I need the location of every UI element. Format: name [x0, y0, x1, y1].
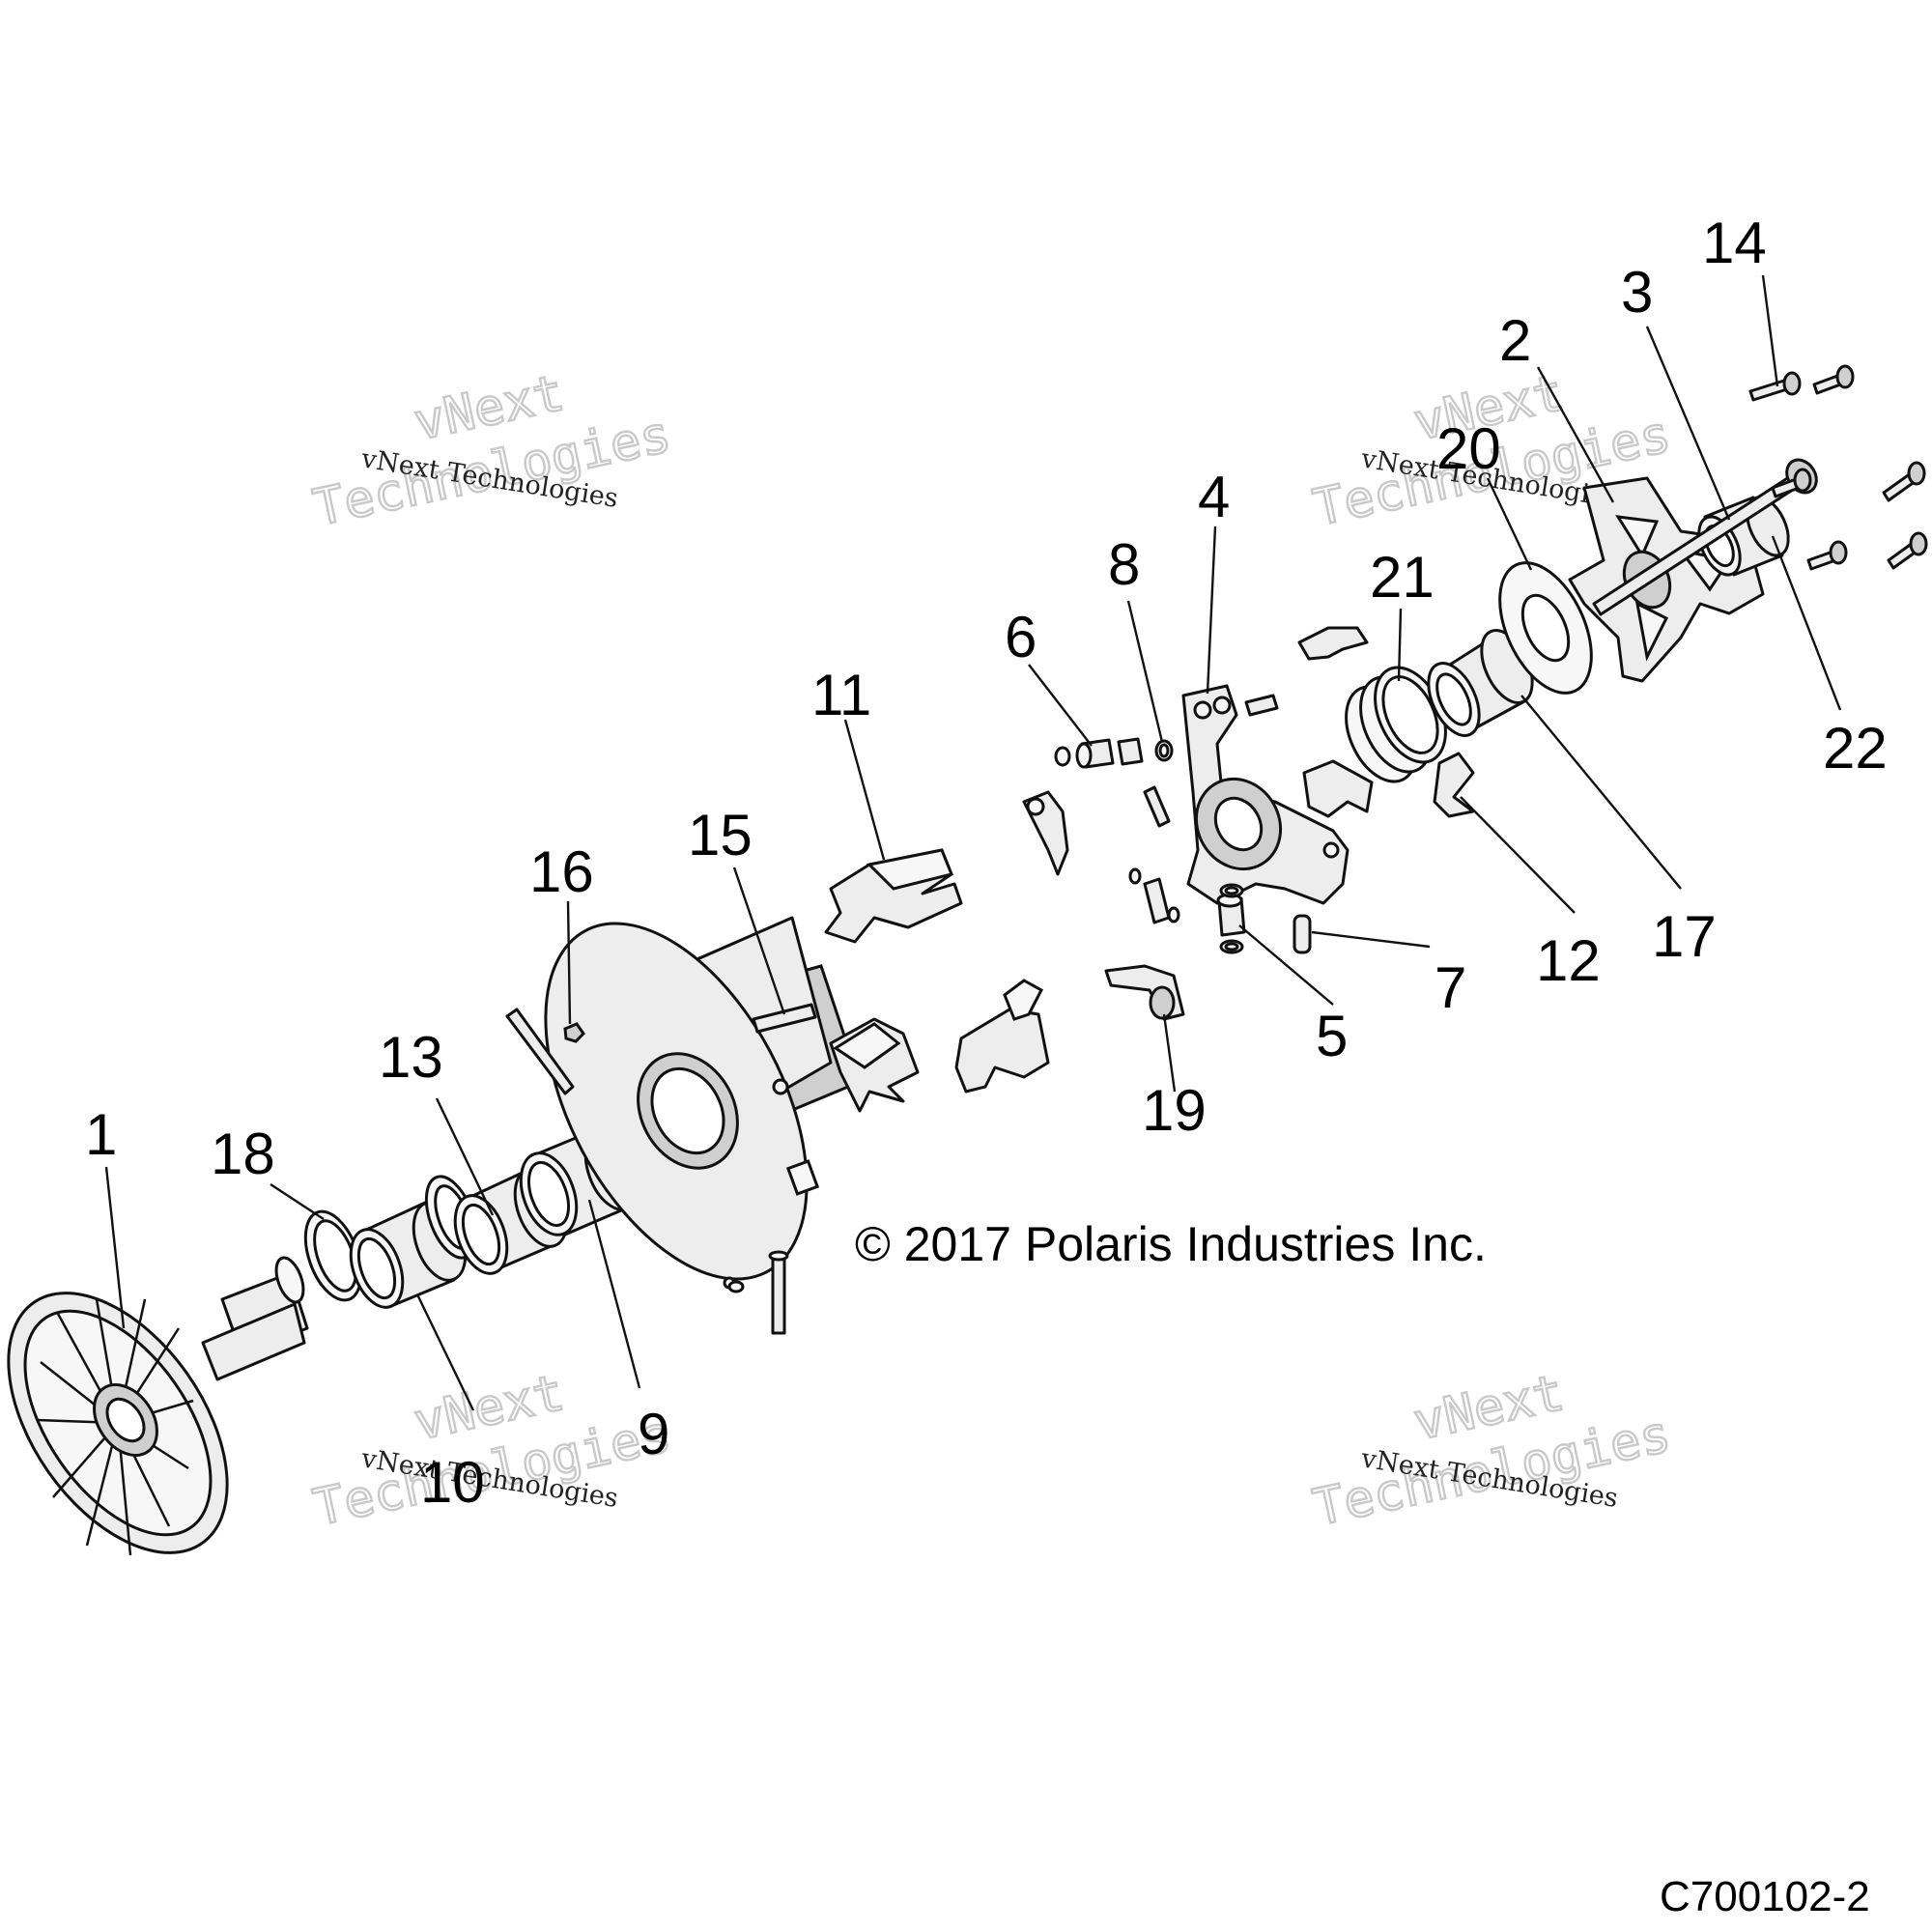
leader-2: [1536, 366, 1615, 503]
callout-16: 16: [529, 839, 594, 904]
part-7-pin: [1293, 914, 1312, 954]
leader-7: [1311, 930, 1431, 949]
watermark-top-left: vNext Technologies vNext Technologies: [307, 363, 676, 539]
part-6-roller: [1054, 737, 1144, 769]
leader-19: [1162, 1013, 1177, 1093]
part-5-roller: [1216, 883, 1246, 954]
callout-19: 19: [1142, 1078, 1207, 1143]
leader-10: [415, 1293, 475, 1411]
callout-7: 7: [1435, 955, 1466, 1020]
leader-16: [566, 900, 572, 1025]
leader-1: [104, 1166, 126, 1329]
part-14-bolt-a: [1748, 371, 1802, 402]
part-21-spring: [1345, 666, 1447, 783]
part-spider-pin-left: [1143, 785, 1171, 828]
part-14-bolt-b: [1812, 364, 1855, 395]
part-14-bolt-d: [1882, 461, 1926, 502]
part-flyweight-upper: [1022, 790, 1069, 876]
leader-lines: [104, 274, 1842, 1411]
part-spider-roller-lower: [1128, 867, 1180, 924]
drawing-number: C700102-2: [1660, 1873, 1870, 1920]
part-8-washer: [1154, 739, 1174, 762]
part-15-pin: [752, 1003, 817, 1034]
callout-labels: 1 2 3 4 5 6 7 8 9 10 11 12 13 14 15 16 1…: [85, 211, 1888, 1515]
part-1-fixed-sheave: [7, 1256, 309, 1556]
leader-17: [1520, 695, 1682, 890]
copyright-notice: © 2017 Polaris Industries Inc.: [855, 1217, 1487, 1271]
callout-17: 17: [1652, 904, 1717, 969]
part-moveable-sheave: [544, 916, 862, 1290]
callout-8: 8: [1108, 532, 1140, 597]
part-lower-shoe-left: [829, 1017, 920, 1113]
part-18-snap-ring: [303, 1209, 363, 1302]
part-bracket-left: [1302, 759, 1374, 818]
leader-18: [270, 1182, 325, 1221]
part-spider-pin-upper: [1244, 694, 1279, 717]
leader-11: [843, 719, 886, 861]
callout-1: 1: [85, 1102, 117, 1167]
part-16-pin: [505, 1008, 585, 1095]
leader-5: [1238, 924, 1334, 1006]
part-14-bolt-e: [1806, 540, 1848, 571]
callout-4: 4: [1198, 465, 1230, 529]
part-lower-pin: [727, 1250, 789, 1335]
part-4-spider: [1181, 684, 1350, 905]
part-lower-shoe-right: [954, 979, 1050, 1094]
leader-3: [1645, 326, 1731, 521]
callout-3: 3: [1621, 260, 1653, 325]
leader-14: [1761, 274, 1779, 387]
callout-15: 15: [688, 803, 753, 867]
leader-6: [1028, 664, 1093, 747]
leader-8: [1126, 600, 1164, 743]
watermark-bottom-right: vNext Technologies vNext Technologies: [1307, 1363, 1676, 1539]
part-14-bolt-f: [1887, 531, 1928, 570]
watermark-bottom-left: vNext Technologies vNext Technologies: [307, 1363, 676, 1539]
part-12-clip: [1433, 752, 1475, 818]
leader-15: [732, 867, 786, 1015]
leader-13: [435, 1097, 495, 1216]
callout-20: 20: [1436, 416, 1501, 481]
part-10-bushing: [349, 1201, 468, 1309]
callout-12: 12: [1536, 928, 1601, 993]
callout-21: 21: [1370, 545, 1435, 610]
leader-4: [1206, 526, 1217, 695]
leader-12: [1460, 796, 1576, 914]
callout-5: 5: [1316, 1004, 1348, 1068]
callout-18: 18: [211, 1122, 275, 1186]
leader-9: [587, 1199, 641, 1389]
callout-22: 22: [1823, 716, 1888, 781]
callout-9: 9: [638, 1402, 669, 1466]
part-20-washer: [1498, 561, 1593, 695]
part-flyweight-lower-19: [1104, 964, 1185, 1021]
leader-20: [1486, 477, 1533, 571]
leader-22: [1771, 535, 1842, 711]
part-clip-upper: [1297, 626, 1369, 661]
callout-13: 13: [379, 1025, 443, 1090]
callout-6: 6: [1005, 605, 1037, 669]
part-14-bolt-c: [1771, 468, 1812, 498]
callout-11: 11: [811, 663, 871, 727]
callout-2: 2: [1499, 308, 1531, 373]
callout-10: 10: [420, 1450, 485, 1515]
leader-21: [1397, 608, 1403, 682]
callout-14: 14: [1702, 211, 1767, 275]
part-11-cover-plate: [824, 848, 963, 944]
